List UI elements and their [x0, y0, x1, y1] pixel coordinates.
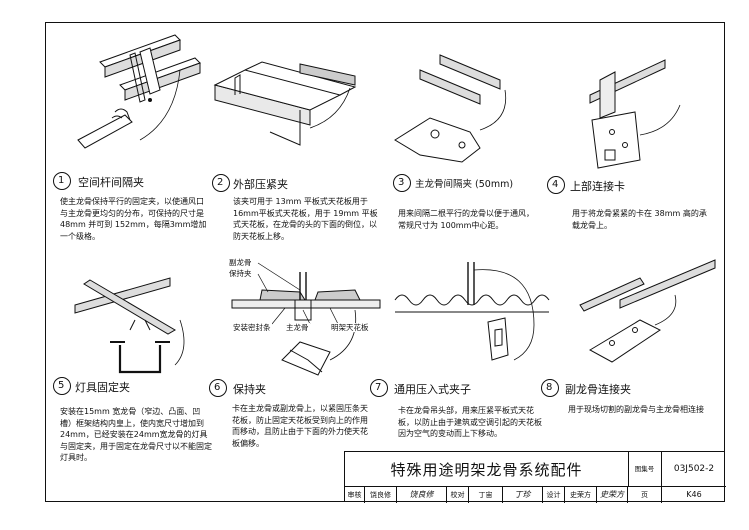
item-description: 用来间隔二根平行的龙骨以便于通风，常规尺寸为 100mm中心距。	[398, 209, 534, 230]
label-retain-clip: 保持夹	[228, 269, 253, 278]
drawing-spacer-clip	[77, 34, 201, 149]
item-title: 外部压紧夹	[233, 178, 288, 191]
item-description: 卡在主龙骨或副龙骨上，以紧固压条天花板，防止固定天花板受到向上的作用而移动，且防…	[232, 404, 368, 448]
item-title: 副龙骨连接夹	[565, 383, 631, 396]
item-number: 1	[58, 175, 65, 186]
signature-reviewer: 饶良修	[397, 487, 447, 503]
item-title: 上部连接卡	[570, 180, 625, 193]
drawing-tee-connector	[579, 259, 716, 363]
drawing-hold-down-clip	[213, 61, 357, 146]
item-description: 使主龙骨保持平行的固定夹，以使通风口与主龙骨更均匀的分布，可保持的尺寸是 48m…	[60, 197, 207, 241]
label-main-keel: 主龙骨	[285, 323, 310, 332]
label-sub-keel: 副龙骨	[228, 258, 253, 267]
role-review: 审核	[345, 487, 365, 503]
role-design: 设计	[543, 487, 565, 503]
item-description: 用于现场切割的副龙骨与主龙骨相连接	[568, 405, 704, 414]
label-flat-ceiling: 明架天花板	[330, 323, 370, 332]
name-checker: 丁宙	[469, 487, 503, 503]
drawing-title: 特殊用途明架龙骨系统配件	[345, 452, 629, 486]
drawing-top-connector	[589, 59, 681, 169]
item-title: 保持夹	[233, 383, 266, 396]
item-description: 用于将龙骨紧紧的卡在 38mm 高的承载龙骨上。	[572, 209, 707, 230]
item-title: 主龙骨间隔夹 (50mm)	[415, 179, 514, 190]
role-check: 校对	[447, 487, 469, 503]
item-number: 3	[398, 177, 405, 188]
drawing-frame	[45, 22, 725, 502]
title-block: 特殊用途明架龙骨系统配件 图集号 03J502-2 审核 饶良修 饶良修 校对 …	[344, 451, 726, 503]
page-label: 页	[628, 487, 662, 503]
name-reviewer: 饶良修	[365, 487, 397, 503]
item-number: 7	[375, 382, 382, 393]
item-title: 通用压入式夹子	[394, 383, 471, 396]
item-number: 6	[214, 382, 221, 393]
item-number: 5	[58, 380, 65, 391]
item-description: 该夹可用于 13mm 平板式天花板用于 16mm平板式天花板，用于 19mm 平…	[233, 197, 378, 241]
signature-designer: 史荣方	[597, 487, 628, 503]
drawing-retaining-clip	[231, 272, 381, 376]
drawing-press-clip	[394, 262, 550, 361]
label-install-seal: 安装密封条	[232, 323, 272, 332]
atlas-number: 03J502-2	[673, 464, 715, 474]
page-number: K46	[686, 490, 702, 499]
item-number: 4	[552, 179, 559, 190]
signature-checker: 丁珍	[503, 487, 543, 503]
drawing-fixture-clip	[74, 277, 185, 374]
signature-row: 审核 饶良修 饶良修 校对 丁宙 丁珍 设计 史荣方 史荣方 页 K46	[345, 486, 726, 503]
item-number: 2	[217, 177, 224, 188]
item-description: 安装在15mm 宽龙骨（窄边、凸面、凹槽）框架结构内皇上，使内宽尺寸增加到 24…	[60, 407, 212, 462]
item-title: 灯具固定夹	[75, 381, 130, 394]
item-number: 8	[546, 382, 553, 393]
name-designer: 史荣方	[565, 487, 597, 503]
drawing-main-spacer	[394, 54, 507, 163]
item-title: 空间杆间隔夹	[78, 176, 144, 189]
item-description: 卡在龙骨吊头部，用来压紧平板式天花板，以防止由于建筑或空调引起的天花板因为空气的…	[398, 406, 542, 438]
atlas-label: 图集号	[628, 452, 662, 486]
